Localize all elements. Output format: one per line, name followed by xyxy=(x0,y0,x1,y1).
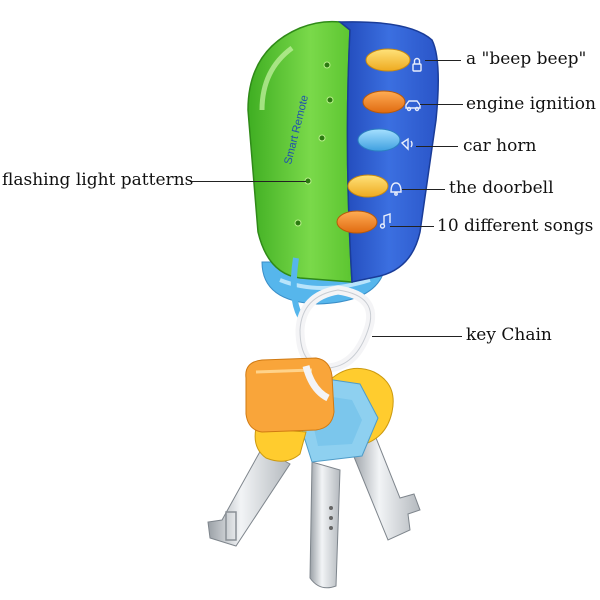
led-light xyxy=(318,134,326,142)
callout-line-flash xyxy=(190,181,306,182)
horn-button[interactable] xyxy=(357,128,401,152)
callout-line-engine xyxy=(420,104,463,105)
doorbell-button[interactable] xyxy=(347,174,389,198)
keychain-tab xyxy=(290,257,303,318)
callout-beep-label: a "beep beep" xyxy=(466,49,587,69)
callout-songs-label: 10 different songs xyxy=(437,216,594,236)
callout-doorbell-label: the doorbell xyxy=(449,178,554,198)
callout-engine-label: engine ignition xyxy=(466,94,596,114)
remote-green-shell xyxy=(247,20,353,283)
callout-keychain-label: key Chain xyxy=(466,325,552,345)
car-icon xyxy=(405,100,421,112)
middle-key-blade xyxy=(309,461,341,589)
beep-button[interactable] xyxy=(365,48,411,72)
remote-green-highlight xyxy=(259,45,294,111)
bell-icon xyxy=(390,182,402,196)
callout-horn-label: car horn xyxy=(463,136,537,156)
led-light xyxy=(294,219,302,227)
callout-line-songs xyxy=(390,226,434,227)
led-light xyxy=(326,96,334,104)
songs-button[interactable] xyxy=(336,210,378,234)
lock-icon xyxy=(412,57,422,72)
engine-button[interactable] xyxy=(362,90,406,114)
left-key-blade xyxy=(207,447,291,547)
callout-line-horn xyxy=(416,146,458,147)
led-light xyxy=(323,61,331,69)
ring-strand xyxy=(302,365,330,402)
music-note-icon xyxy=(379,213,391,229)
button-icons xyxy=(379,57,422,229)
remote-cap-shine xyxy=(279,278,371,290)
right-key-blade xyxy=(351,437,421,541)
led-lights xyxy=(294,61,334,227)
callout-line-beep xyxy=(425,60,461,61)
callout-line-keychain xyxy=(372,336,462,337)
horn-icon xyxy=(400,137,413,151)
callout-flash-label: flashing light patterns xyxy=(2,170,194,190)
remote-buttons xyxy=(336,48,411,234)
callout-line-doorbell xyxy=(402,189,445,190)
